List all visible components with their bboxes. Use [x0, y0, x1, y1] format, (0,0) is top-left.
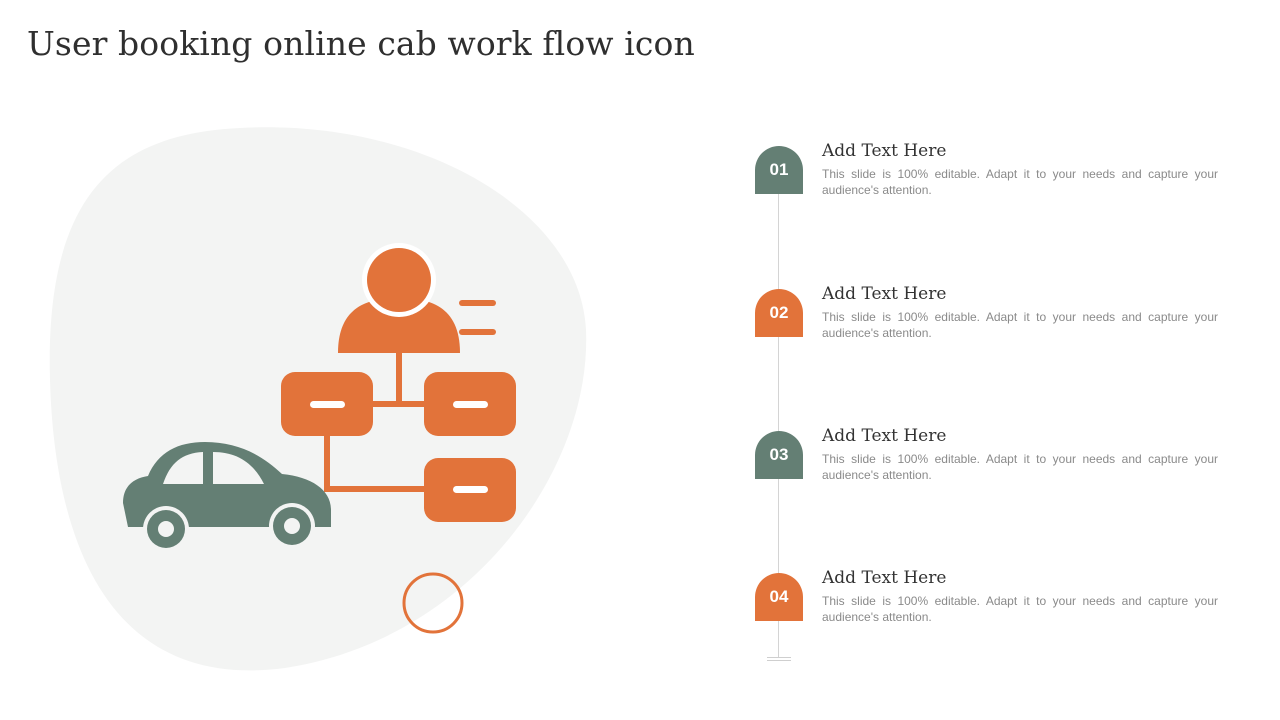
step-description: This slide is 100% editable. Adapt it to…: [822, 310, 1218, 340]
car-icon: [123, 442, 331, 552]
timeline-line: [778, 190, 779, 658]
step-item-01: 01 Add Text Here This slide is 100% edit…: [755, 141, 1225, 236]
step-title: Add Text Here: [822, 284, 947, 304]
timeline-end-cap: [767, 660, 791, 661]
step-description: This slide is 100% editable. Adapt it to…: [822, 167, 1218, 197]
step-title: Add Text Here: [822, 568, 947, 588]
step-number-badge: 03: [755, 431, 803, 479]
step-item-03: 03 Add Text Here This slide is 100% edit…: [755, 426, 1225, 521]
step-number-badge: 02: [755, 289, 803, 337]
user-icon: [338, 243, 496, 353]
step-description: This slide is 100% editable. Adapt it to…: [822, 452, 1218, 482]
step-description: This slide is 100% editable. Adapt it to…: [822, 594, 1218, 624]
illustration: [49, 127, 587, 671]
step-item-02: 02 Add Text Here This slide is 100% edit…: [755, 284, 1225, 379]
step-title: Add Text Here: [822, 141, 947, 161]
flowchart-icon: [281, 350, 516, 522]
step-number-badge: 01: [755, 146, 803, 194]
step-item-04: 04 Add Text Here This slide is 100% edit…: [755, 568, 1225, 663]
ring-decoration: [402, 572, 464, 634]
step-title: Add Text Here: [822, 426, 947, 446]
slide-title: User booking online cab work flow icon: [27, 24, 695, 63]
step-number-badge: 04: [755, 573, 803, 621]
timeline-end-cap: [767, 657, 791, 658]
